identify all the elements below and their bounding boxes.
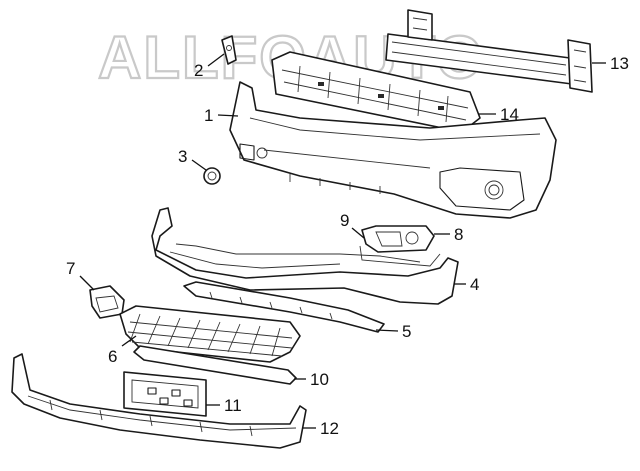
- callout-8: 8: [434, 225, 463, 244]
- svg-text:6: 6: [108, 347, 117, 366]
- svg-text:5: 5: [402, 322, 411, 341]
- callout-10: 10: [294, 370, 329, 389]
- svg-text:13: 13: [610, 54, 629, 73]
- svg-text:3: 3: [178, 147, 187, 166]
- svg-text:11: 11: [224, 396, 242, 415]
- callout-11: 11: [206, 396, 242, 415]
- part-5-lower-trim: [183, 281, 385, 333]
- part-10-trim-strip: [133, 345, 297, 385]
- part-4-lower-fascia: [151, 207, 459, 305]
- callout-4: 4: [454, 275, 479, 294]
- callout-1: 1: [204, 106, 239, 125]
- svg-text:12: 12: [320, 419, 339, 438]
- svg-text:9: 9: [340, 211, 349, 230]
- part-11-license-bracket: [123, 371, 207, 417]
- callout-13: 13: [592, 54, 629, 73]
- part-13-reinforcement-beam: [385, 9, 593, 93]
- part-3-tow-hook-cap: [203, 167, 221, 185]
- part-12-skid-plate: [11, 353, 307, 449]
- callout-7: 7: [66, 259, 95, 291]
- svg-text:4: 4: [470, 275, 479, 294]
- svg-text:2: 2: [194, 61, 203, 80]
- callout-3: 3: [178, 147, 207, 171]
- svg-text:1: 1: [204, 106, 213, 125]
- callout-12: 12: [302, 419, 339, 438]
- part-6-lower-grille: [119, 305, 301, 363]
- callout-2: 2: [194, 53, 225, 80]
- part-7-cover: [89, 285, 125, 319]
- svg-text:10: 10: [310, 370, 329, 389]
- callout-6: 6: [108, 335, 137, 366]
- callout-5: 5: [375, 322, 411, 341]
- part-2-bracket: [221, 35, 237, 65]
- svg-text:8: 8: [454, 225, 463, 244]
- callout-9: 9: [340, 211, 365, 239]
- part-9-fog-lamp-bezel: [361, 225, 435, 253]
- svg-text:14: 14: [500, 105, 519, 124]
- svg-text:7: 7: [66, 259, 75, 278]
- part-1-front-fascia: [229, 81, 557, 219]
- callout-14: 14: [478, 105, 519, 124]
- part-14-energy-absorber: [271, 51, 481, 133]
